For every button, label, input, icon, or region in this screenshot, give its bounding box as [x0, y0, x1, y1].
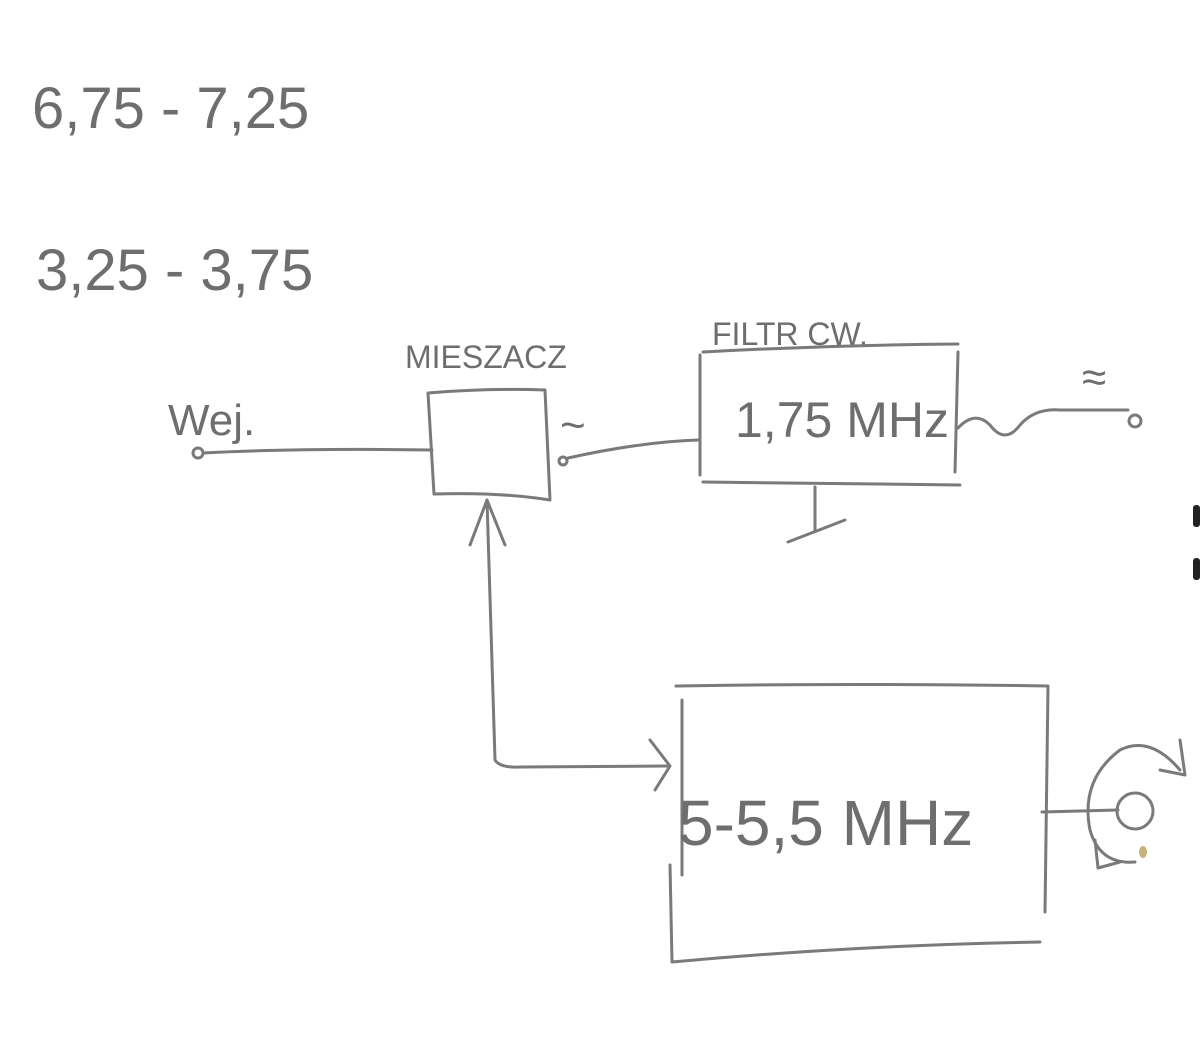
filter-output-symbol: ≈ [1082, 353, 1106, 402]
filter-frequency: 1,75 MHz [735, 392, 949, 448]
tuning-knob-icon [1115, 791, 1155, 831]
oscillator-frequency: 5-5,5 MHz [678, 787, 973, 859]
paper-stain [1139, 846, 1147, 858]
filter-output-wire [956, 408, 1130, 437]
arrow-right-icon [648, 738, 672, 792]
mixer-output-symbol: ~ [560, 401, 586, 450]
binder-hole [1193, 558, 1200, 580]
input-wire [201, 447, 434, 455]
frequency-range-top: 6,75 - 7,25 [32, 76, 309, 141]
mixer-output-terminal [557, 455, 569, 467]
mixer-filter-wire [566, 438, 700, 460]
mixer-block [426, 387, 552, 502]
rotation-arrowheads-icon [1093, 738, 1187, 870]
ground-symbol [786, 485, 847, 544]
output-terminal [1127, 413, 1143, 429]
oscillator-mixer-wire [485, 498, 670, 769]
binder-hole [1193, 505, 1200, 527]
frequency-range-bottom: 3,25 - 3,75 [36, 238, 313, 303]
input-label: Wej. [168, 396, 255, 445]
filter-block [698, 342, 962, 487]
tuning-shaft [1040, 808, 1120, 814]
oscillator-block [668, 683, 1050, 964]
arrow-up-icon [468, 498, 507, 547]
rotation-arrow-icon [1086, 744, 1182, 864]
mixer-label: MIESZACZ [405, 339, 567, 375]
